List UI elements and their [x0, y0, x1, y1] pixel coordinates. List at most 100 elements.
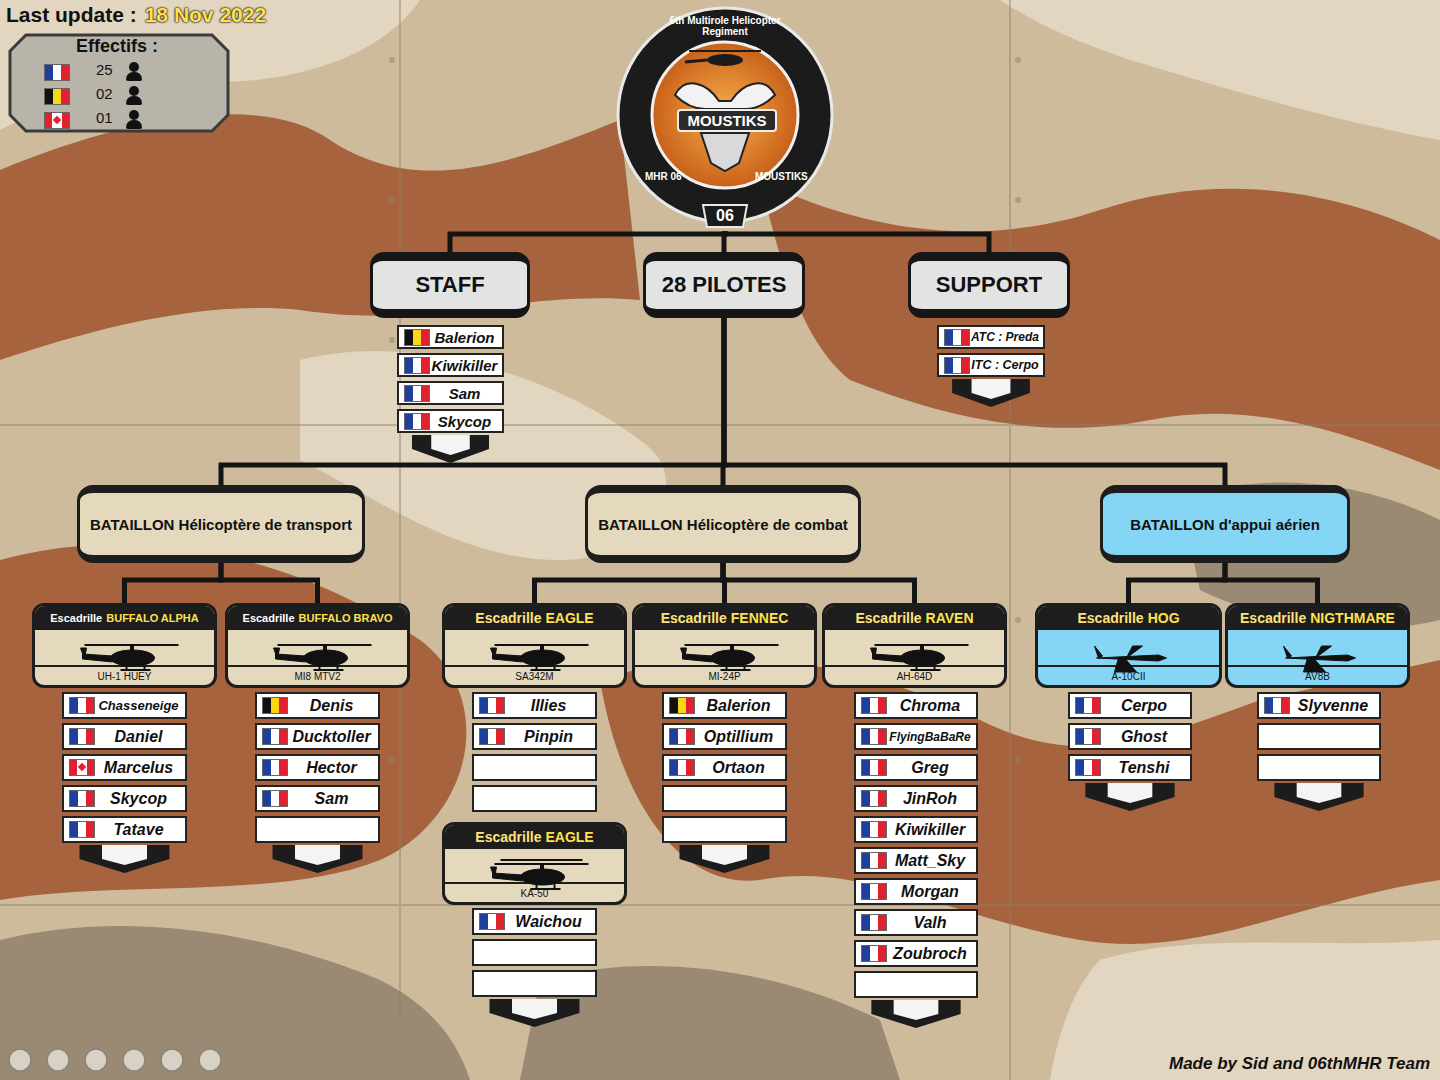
aircraft-silhouette — [491, 645, 589, 670]
panel-box: Effectifs :250201 — [8, 33, 230, 133]
name-box: Pinpin — [472, 723, 597, 750]
pilot-name: Ducktoller — [292, 728, 370, 746]
top-box: STAFF — [370, 252, 530, 318]
aircraft-silhouette — [491, 860, 589, 889]
name-box: Cerpo — [1068, 692, 1192, 719]
empty-row — [662, 816, 787, 843]
flag-icon — [479, 913, 505, 930]
name-area: Kiwikiller — [431, 355, 498, 375]
aircraft-type: KA-50 — [445, 888, 624, 899]
update-line: Last update :18 Nov 2022 — [6, 3, 266, 27]
card-title-band — [1228, 606, 1407, 630]
list-chevron — [80, 845, 170, 873]
flag-icon — [404, 357, 430, 374]
empty-row — [1257, 723, 1381, 750]
cardb-box: EscadrilleNIGTHMAREAV8B — [1225, 603, 1410, 688]
card-title-prefix: Escadrille — [1077, 610, 1143, 626]
pilot-name: Ghost — [1121, 728, 1167, 746]
emblem-disc — [652, 42, 798, 188]
flag-icon — [404, 413, 430, 430]
name-area: Greg — [888, 756, 972, 779]
aircraft-type: AV8B — [1228, 671, 1407, 682]
panel-title: Effectifs : — [76, 36, 158, 57]
name-box: Morgan — [854, 878, 978, 905]
section-title: 28 PILOTES — [662, 272, 787, 298]
flag-icon — [861, 852, 887, 869]
aircraft-type: UH-1 HUEY — [35, 671, 214, 682]
name-area: Skycop — [431, 411, 498, 431]
list-chevron-inner — [702, 845, 747, 865]
card-title-name: BUFFALO BRAVO — [299, 612, 393, 624]
pilot-name: Chasseneige — [98, 698, 178, 713]
name-area: Daniel — [96, 725, 181, 748]
flag-icon — [861, 914, 887, 931]
flag-icon — [944, 357, 970, 374]
flag-icon — [262, 697, 288, 714]
flag-icon — [479, 697, 505, 714]
flag-icon — [861, 759, 887, 776]
card-title-row: Escadrille HOG — [1038, 606, 1219, 630]
person-icon — [126, 110, 142, 129]
pilot-name: Slyvenne — [1298, 697, 1368, 715]
name-area: Ortaon — [696, 756, 781, 779]
bat-box: BATAILLON Hélicoptère de transport — [77, 485, 365, 563]
flag-icon — [861, 821, 887, 838]
pilot-name: Zoubroch — [893, 945, 967, 963]
org-connector — [723, 563, 915, 603]
toolbar-icons — [9, 1049, 221, 1071]
name-area: Balerion — [696, 694, 781, 717]
flag-icon — [1075, 759, 1101, 776]
card-box: EscadrilleEAGLEKA-50 — [442, 822, 627, 905]
name-area: Pinpin — [506, 725, 591, 748]
flag-icon — [1075, 697, 1101, 714]
flag-icon — [404, 329, 430, 346]
bat-box: BATAILLON Hélicoptère de combat — [585, 485, 860, 563]
org-connector — [535, 563, 723, 603]
org-connector — [725, 231, 989, 252]
org-connector — [724, 318, 1225, 485]
pilot-name: Denis — [310, 697, 354, 715]
aircraft-silhouette — [274, 645, 372, 670]
name-area: Marcelus — [96, 756, 181, 779]
emblem-ring-text: MHR 06 — [645, 171, 682, 182]
battalion-title: BATAILLON d'appui aérien — [1130, 516, 1320, 533]
flag-icon — [1264, 697, 1290, 714]
maple-leaf — [78, 763, 86, 771]
flag-icon — [262, 728, 288, 745]
person-body — [126, 72, 142, 81]
aircraft-type: MI-24P — [635, 671, 814, 682]
flag-icon — [479, 728, 505, 745]
empty-row — [472, 970, 597, 997]
org-connector — [125, 563, 222, 603]
empty-row — [854, 971, 978, 998]
flag-icon — [861, 945, 887, 962]
aircraft-type: AH-64D — [825, 671, 1004, 682]
emblem-ring — [618, 8, 832, 222]
org-connector — [1129, 563, 1226, 603]
list-chevron — [680, 845, 770, 873]
card-title-name: FENNEC — [731, 610, 789, 626]
card-title-prefix: Escadrille — [475, 829, 541, 845]
org-connector — [221, 563, 318, 603]
staff-count: 02 — [96, 85, 113, 102]
section-title: STAFF — [415, 272, 484, 298]
name-area: Chroma — [888, 694, 972, 717]
flag-icon — [262, 759, 288, 776]
name-box: Waichou — [472, 908, 597, 935]
name-area: Ducktoller — [289, 725, 374, 748]
card-title-band — [1038, 606, 1219, 630]
list-chevron-inner — [1297, 783, 1342, 803]
emblem-box: 6th Multirole Helicopter RegimentMOUSTIK… — [615, 5, 835, 231]
card-title-band — [228, 606, 407, 630]
pilot-name: Tenshi — [1119, 759, 1170, 777]
card-title-row: EscadrilleFENNEC — [635, 606, 814, 630]
name-box: Balerion — [662, 692, 787, 719]
pilot-name: Skycop — [110, 790, 167, 808]
person-icon — [126, 86, 142, 105]
card-title-prefix: Escadrille — [50, 612, 102, 624]
org-connector — [1225, 563, 1318, 603]
pilot-name: ATC : Preda — [971, 330, 1039, 344]
card-title-name: HOG — [1148, 610, 1180, 626]
card-title-band — [445, 606, 624, 630]
